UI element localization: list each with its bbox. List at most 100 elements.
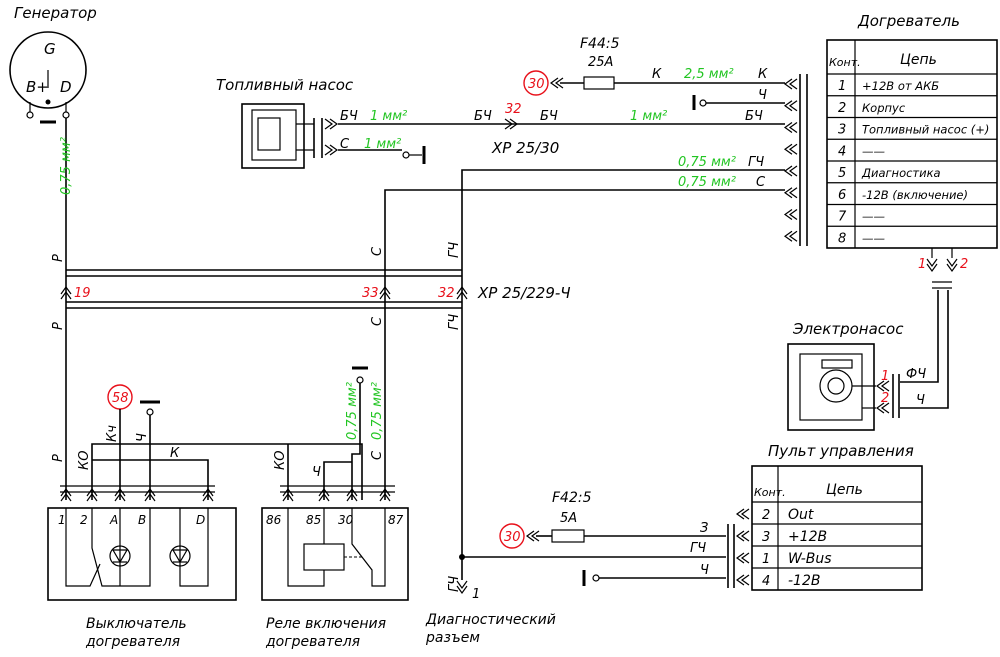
svg-text:ГЧ: ГЧ bbox=[447, 314, 462, 330]
panel-row-num: 1 bbox=[762, 552, 770, 567]
svg-text:30: 30 bbox=[504, 530, 521, 545]
svg-text:Цепь: Цепь bbox=[900, 52, 937, 68]
svg-text:0,75 мм²: 0,75 мм² bbox=[370, 382, 385, 440]
heater-switch: 58 Кч Ч КО К 1 2 A B D Выключатель д bbox=[47, 384, 363, 650]
svg-text:К: К bbox=[170, 446, 180, 461]
svg-text:К: К bbox=[758, 67, 768, 82]
heater-row-circuit: -12В (включение) bbox=[862, 188, 968, 202]
svg-text:XP 25/229-Ч: XP 25/229-Ч bbox=[477, 284, 571, 302]
svg-text:1 мм²: 1 мм² bbox=[370, 109, 407, 124]
svg-text:B+: B+ bbox=[26, 78, 49, 96]
panel-row-num: 3 bbox=[762, 530, 770, 545]
svg-text:ГЧ: ГЧ bbox=[690, 541, 706, 556]
svg-text:33: 33 bbox=[362, 286, 379, 301]
fuel-pump-title: Топливный насос bbox=[216, 76, 354, 94]
svg-text:F42:5: F42:5 bbox=[552, 490, 592, 506]
diagnostic-connector: ГЧ 1 Диагностический разъем bbox=[425, 554, 556, 646]
heater-row-num: 7 bbox=[838, 210, 847, 225]
svg-text:32: 32 bbox=[438, 286, 455, 301]
svg-text:1: 1 bbox=[58, 513, 66, 527]
heater-row-circuit: Корпус bbox=[862, 101, 906, 115]
generator-title: Генератор bbox=[14, 4, 97, 22]
switch-title: Выключатель bbox=[86, 616, 187, 632]
svg-text:разъем: разъем bbox=[425, 630, 480, 646]
svg-text:1 мм²: 1 мм² bbox=[364, 137, 401, 152]
svg-text:1: 1 bbox=[881, 369, 889, 384]
fuel-pump: Топливный насос bbox=[216, 76, 354, 169]
heater-row-circuit: Диагностика bbox=[861, 166, 941, 180]
heater-row-num: 1 bbox=[838, 79, 846, 94]
svg-text:1 мм²: 1 мм² bbox=[630, 109, 667, 124]
electropump: Электронасос bbox=[787, 320, 904, 431]
panel-row-circuit: W-Bus bbox=[788, 551, 832, 567]
svg-text:догревателя: догревателя bbox=[265, 634, 360, 650]
heater-row-num: 6 bbox=[838, 188, 846, 203]
svg-text:З: З bbox=[700, 521, 708, 536]
heater-row-num: 8 bbox=[838, 231, 846, 246]
heater-row-num: 4 bbox=[838, 144, 846, 159]
svg-text:XP 25/30: XP 25/30 bbox=[491, 139, 559, 157]
heater-row-circuit: +12В от АКБ bbox=[862, 79, 939, 93]
svg-text:КО: КО bbox=[77, 451, 92, 470]
svg-text:58: 58 bbox=[112, 391, 129, 406]
heater-row-circuit: —— bbox=[862, 144, 886, 158]
svg-text:F44:5: F44:5 bbox=[580, 36, 620, 52]
svg-text:2: 2 bbox=[80, 513, 88, 527]
svg-text:КО: КО bbox=[273, 451, 288, 470]
svg-text:30: 30 bbox=[338, 513, 354, 527]
heater-relay: 0,75 мм² 0,75 мм² С Ч КО 86 85 30 87 Рел… bbox=[261, 366, 409, 650]
svg-text:ФЧ: ФЧ bbox=[906, 367, 926, 382]
svg-text:БЧ: БЧ bbox=[474, 109, 492, 124]
svg-text:D: D bbox=[60, 78, 72, 96]
svg-text:25A: 25A bbox=[588, 55, 613, 70]
svg-text:БЧ: БЧ bbox=[745, 109, 763, 124]
svg-text:Конт.: Конт. bbox=[829, 56, 861, 69]
svg-text:догревателя: догревателя bbox=[85, 634, 180, 650]
svg-text:С: С bbox=[370, 316, 385, 326]
svg-text:Конт.: Конт. bbox=[754, 486, 786, 499]
svg-text:ГЧ: ГЧ bbox=[447, 576, 462, 592]
panel-row-circuit: +12В bbox=[788, 529, 827, 545]
svg-text:С: С bbox=[340, 137, 350, 152]
panel-row-num: 2 bbox=[762, 508, 770, 523]
heater-row-num: 3 bbox=[838, 123, 846, 138]
generator: Генератор G B+ D bbox=[9, 4, 97, 124]
svg-text:Ч: Ч bbox=[916, 393, 925, 408]
svg-text:К: К bbox=[652, 67, 662, 82]
heater-row-circuit: Топливный насос (+) bbox=[862, 123, 989, 137]
panel-row-num: 4 bbox=[762, 574, 770, 589]
fuse-f44: F44:5 25A 30 bbox=[523, 36, 785, 96]
svg-text:A: A bbox=[109, 513, 118, 527]
relay-title: Реле включения bbox=[266, 616, 386, 632]
svg-text:5A: 5A bbox=[560, 511, 577, 526]
svg-text:2: 2 bbox=[881, 391, 889, 406]
heater-title: Догреватель bbox=[857, 12, 960, 30]
svg-text:85: 85 bbox=[306, 513, 321, 527]
svg-text:Р: Р bbox=[51, 254, 66, 262]
svg-text:D: D bbox=[196, 513, 205, 527]
svg-text:БЧ: БЧ bbox=[540, 109, 558, 124]
svg-text:0,75 мм²: 0,75 мм² bbox=[59, 137, 74, 195]
svg-text:87: 87 bbox=[388, 513, 404, 527]
svg-text:С: С bbox=[370, 246, 385, 256]
svg-text:Цепь: Цепь bbox=[826, 482, 863, 498]
svg-text:G: G bbox=[44, 40, 56, 58]
svg-text:2: 2 bbox=[960, 257, 968, 272]
control-panel-title: Пульт управления bbox=[768, 442, 914, 460]
svg-text:Р: Р bbox=[51, 454, 66, 462]
svg-text:32: 32 bbox=[505, 102, 522, 117]
diag-title: Диагностический bbox=[425, 612, 556, 628]
svg-text:БЧ: БЧ bbox=[340, 109, 358, 124]
svg-text:ГЧ: ГЧ bbox=[447, 242, 462, 258]
heater-row-num: 5 bbox=[838, 166, 846, 181]
svg-text:ГЧ: ГЧ bbox=[748, 155, 764, 170]
svg-text:Ч: Ч bbox=[758, 88, 767, 103]
svg-text:С: С bbox=[756, 175, 766, 190]
heater-row-circuit: —— bbox=[862, 210, 886, 224]
svg-text:0,75 мм²: 0,75 мм² bbox=[678, 175, 736, 190]
svg-text:0,75 мм²: 0,75 мм² bbox=[678, 155, 736, 170]
svg-text:1: 1 bbox=[472, 587, 480, 602]
